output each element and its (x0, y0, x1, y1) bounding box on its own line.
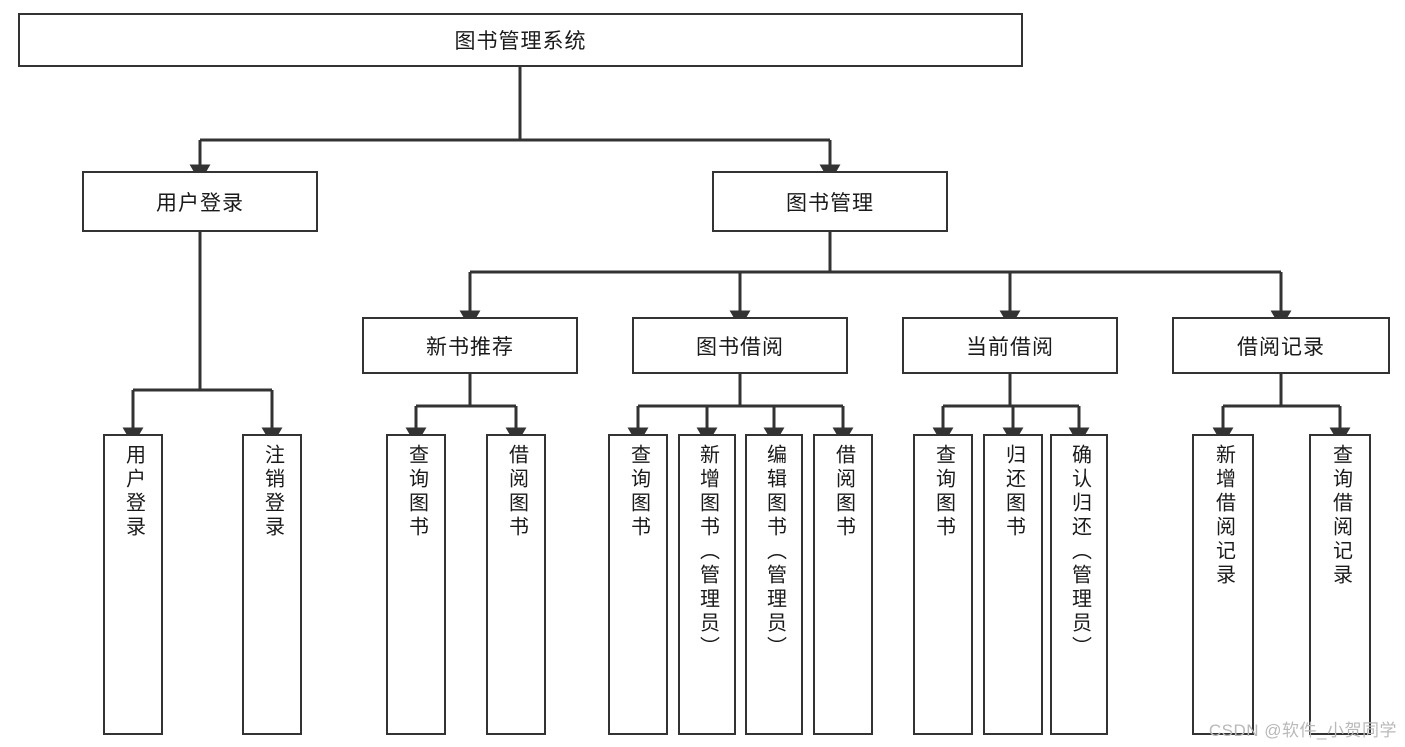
node-label: 图书管理 (786, 191, 874, 215)
node-label: 编辑图书（管理员） (763, 444, 786, 660)
node-label: 用户登录 (122, 444, 145, 540)
node-label: 借阅记录 (1237, 335, 1325, 359)
node-leaf-borrow-book-rec[interactable]: 借阅图书 (486, 434, 546, 735)
node-label: 用户登录 (156, 191, 244, 215)
node-new-book-recommend[interactable]: 新书推荐 (362, 317, 578, 374)
node-label: 注销登录 (261, 444, 284, 540)
node-leaf-add-book[interactable]: 新增图书（管理员） (678, 434, 736, 735)
node-leaf-confirm-return[interactable]: 确认归还（管理员） (1050, 434, 1108, 735)
node-label: 查询图书 (932, 444, 955, 540)
node-leaf-return-book[interactable]: 归还图书 (983, 434, 1043, 735)
node-leaf-query-borrow-record[interactable]: 查询借阅记录 (1309, 434, 1371, 735)
node-label: 借阅图书 (505, 444, 528, 540)
node-leaf-user-login[interactable]: 用户登录 (103, 434, 163, 735)
node-borrow-record[interactable]: 借阅记录 (1172, 317, 1390, 374)
node-current-borrow[interactable]: 当前借阅 (902, 317, 1118, 374)
node-leaf-query-book-current[interactable]: 查询图书 (913, 434, 973, 735)
node-leaf-query-book-rec[interactable]: 查询图书 (386, 434, 446, 735)
node-book-borrow[interactable]: 图书借阅 (632, 317, 848, 374)
node-label: 查询借阅记录 (1329, 444, 1352, 588)
node-label: 归还图书 (1002, 444, 1025, 540)
node-leaf-edit-book[interactable]: 编辑图书（管理员） (745, 434, 803, 735)
node-label: 查询图书 (405, 444, 428, 540)
node-label: 确认归还（管理员） (1068, 444, 1091, 660)
node-book-manage[interactable]: 图书管理 (712, 171, 948, 232)
node-label: 借阅图书 (832, 444, 855, 540)
node-label: 新书推荐 (426, 335, 514, 359)
node-leaf-logout[interactable]: 注销登录 (242, 434, 302, 735)
node-label: 新增借阅记录 (1212, 444, 1235, 588)
node-label: 新增图书（管理员） (696, 444, 719, 660)
node-leaf-borrow-book[interactable]: 借阅图书 (813, 434, 873, 735)
node-label: 图书借阅 (696, 335, 784, 359)
node-leaf-query-book-borrow[interactable]: 查询图书 (608, 434, 668, 735)
node-user-login[interactable]: 用户登录 (82, 171, 318, 232)
node-leaf-add-borrow-record[interactable]: 新增借阅记录 (1192, 434, 1254, 735)
node-label: 当前借阅 (966, 335, 1054, 359)
node-label: 图书管理系统 (454, 30, 587, 53)
node-root[interactable]: 图书管理系统 (18, 13, 1023, 67)
node-label: 查询图书 (627, 444, 650, 540)
watermark-text: CSDN @软件_小贺同学 (1208, 721, 1397, 740)
